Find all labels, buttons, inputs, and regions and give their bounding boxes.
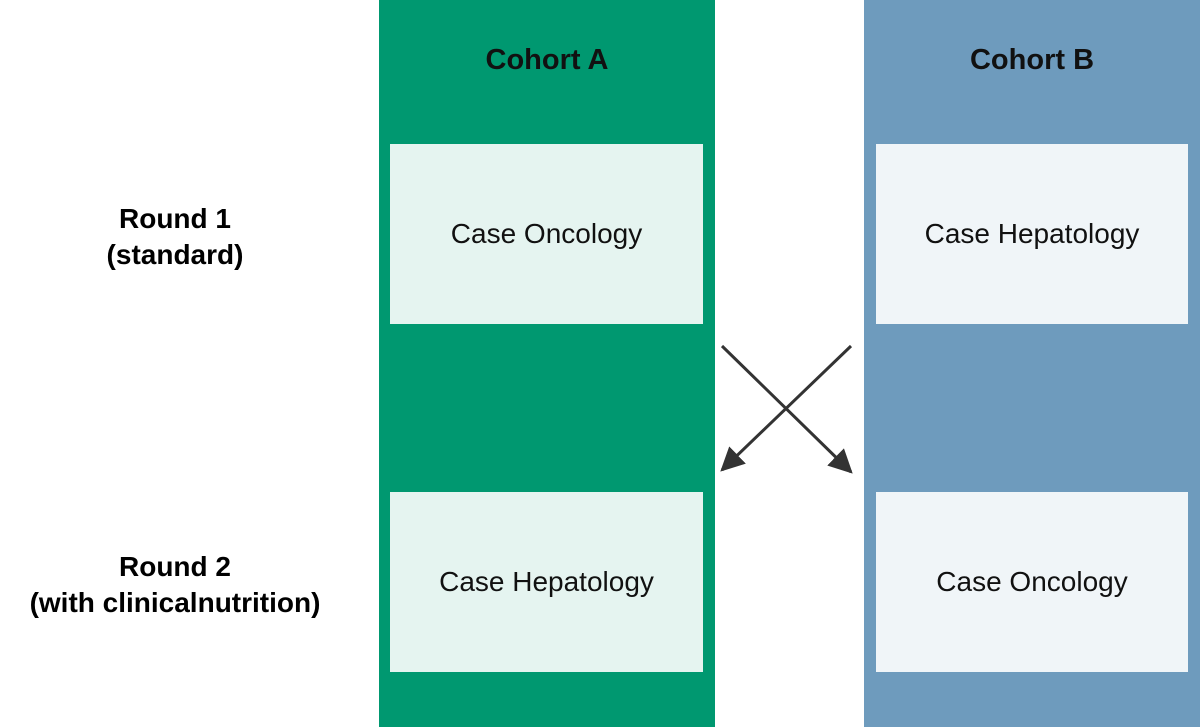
cohort-a-title: Cohort A [485,44,609,76]
arrow-b-to-a [720,344,853,472]
cohort-b-title: Cohort B [969,44,1095,76]
row-subtitle: (with clinicalnutrition) [29,587,321,618]
cohort-b-round-1-case: Case Hepatology [876,144,1188,324]
cohort-b-round-2-case: Case Oncology [876,492,1188,672]
cohort-b-column: Cohort B Case Hepatology Case Oncology [864,0,1200,727]
cohort-a-round-2-case: Case Hepatology [390,492,703,672]
row-title: Round 2 [119,551,231,582]
cohort-a-column: Cohort A Case Oncology Case Hepatology [379,0,715,727]
cohort-a-round-1-case: Case Oncology [390,144,703,324]
row-subtitle: (standard) [106,239,244,270]
row-label-round-1: Round 1 (standard) [0,201,355,273]
row-label-round-2: Round 2 (with clinicalnutrition) [0,549,355,621]
row-title: Round 1 [119,203,231,234]
